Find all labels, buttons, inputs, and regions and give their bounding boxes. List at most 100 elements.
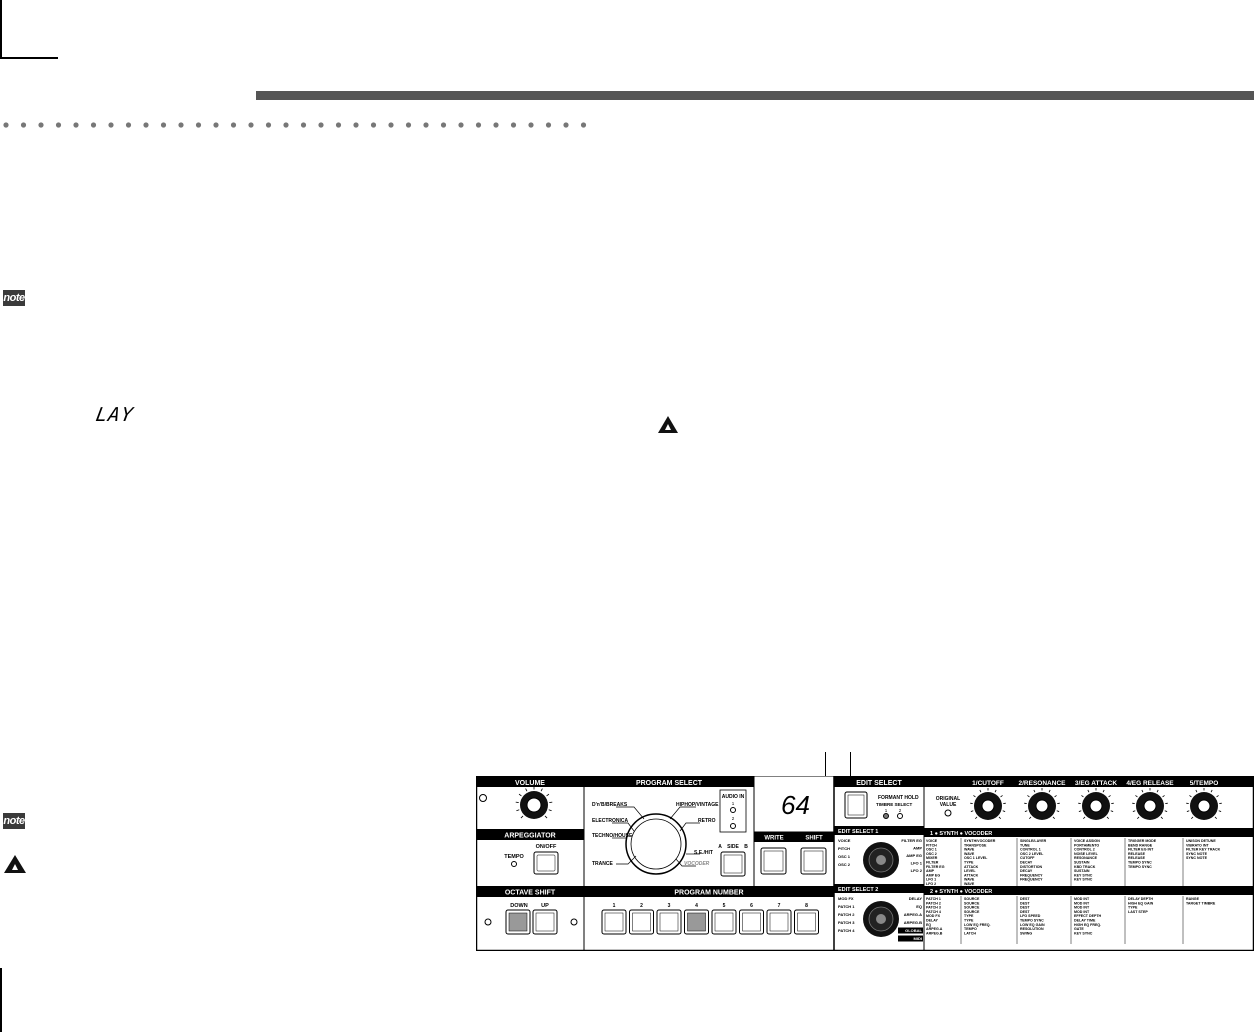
edit1-right-label: LFO 2 [911, 868, 923, 873]
program-number-1-cap [604, 912, 624, 932]
param-cell: PATCH 3 [926, 906, 941, 910]
param-cell: TYPE [964, 861, 974, 865]
param-cell: FILTER KEY TRACK [1186, 848, 1221, 852]
param-cell: DECAY [1020, 861, 1033, 865]
program-number-3-cap [659, 912, 679, 932]
param-cell: SOURCE [964, 901, 980, 905]
program-number-7-label: 7 [778, 903, 781, 909]
octave-up-label: UP [541, 903, 549, 909]
param-cell: WAVE [964, 882, 975, 886]
edit2-right-label: ARPEG.A [904, 912, 922, 917]
param-cell: LOW EQ FREQ. [964, 923, 991, 927]
knob-tick [1195, 789, 1198, 793]
bank-side-label: SIDE [727, 844, 739, 850]
param-cell: OSC 1 [926, 848, 937, 852]
divider-dot [563, 122, 569, 128]
program-display: 64 [781, 790, 810, 820]
lay-display-glyph: LAY [94, 404, 136, 426]
param-cell: ATTACK [964, 873, 979, 877]
divider-dot [353, 122, 359, 128]
knob-tick [1218, 810, 1222, 812]
param-cell: MOD INT [1074, 901, 1090, 905]
divider-dot [475, 122, 482, 128]
param-knob-cap [981, 799, 995, 813]
knob-tick [1110, 810, 1114, 812]
edit2-right-label: DELAY [909, 896, 923, 901]
program-select-label: PROGRAM SELECT [636, 780, 703, 787]
param-cell: SOURCE [964, 910, 980, 914]
knob-tick [1054, 795, 1057, 798]
param-cell: UNISON DETUNE [1186, 839, 1216, 843]
divider-dot [90, 122, 97, 128]
edit2-right-label: EQ [916, 904, 922, 909]
param-cell: TYPE [1128, 906, 1138, 910]
edit-select-label: EDIT SELECT [856, 780, 902, 787]
knob-tick [1028, 816, 1032, 820]
param-cell: WAVE [964, 878, 975, 882]
param-cell: WAVE [964, 848, 975, 852]
param-cell: ATTACK [964, 865, 979, 869]
divider-dot [580, 122, 587, 128]
divider-dot [195, 122, 202, 128]
edit2-left-label: MOD FX [838, 896, 854, 901]
param-cell: SOURCE [964, 897, 980, 901]
genre-electronica: ELECTRONICA [592, 818, 629, 824]
param-cell: SINGLE/LAYER [1020, 839, 1047, 843]
knob-tick [979, 789, 982, 793]
edit1-left-label: OSC 1 [838, 854, 851, 859]
synth-row-2-label: 2 ● SYNTH ● VOCODER [930, 889, 992, 895]
program-number-8-cap [797, 912, 816, 932]
divider-dot [370, 122, 377, 128]
param-cell: TYPE [964, 919, 974, 923]
octave-down-label: DOWN [510, 903, 527, 909]
volume-tick [548, 809, 552, 812]
param-cell: TEMPO SYNC [1128, 861, 1152, 865]
param-cell: TEMPO SYNC [1020, 919, 1044, 923]
caution-icon [658, 416, 678, 433]
knob-tick [1216, 795, 1219, 798]
param-cell: DISTORTION [1020, 865, 1043, 869]
volume-tick [516, 809, 520, 812]
octave-shift-label: OCTAVE SHIFT [505, 890, 556, 897]
edit1-left-label: PITCH [838, 846, 850, 851]
divider-dot [423, 122, 429, 128]
param-cell: TARGET TIMBRE [1186, 901, 1216, 905]
divider-dot [55, 122, 62, 128]
param-cell: LATCH [964, 931, 976, 935]
knob-tick [1164, 810, 1168, 812]
knob-tick [1033, 789, 1036, 793]
divider-dot [493, 122, 499, 128]
knob-tick [1106, 816, 1110, 820]
param-cell: FILTER EG INT [1128, 848, 1154, 852]
edit1-right-label: AMP [913, 846, 922, 851]
volume-tick [540, 788, 543, 792]
genre-trance: TRANCE [592, 861, 613, 867]
edit2-left-label: PATCH 2 [838, 912, 855, 917]
knob-label-4: 4/EG RELEASE [1126, 780, 1174, 787]
param-cell: TUNE [1020, 843, 1030, 847]
volume-tick [544, 815, 548, 819]
edit1-right-label: AMP EG [906, 853, 922, 858]
tempo-led [511, 861, 517, 867]
param-cell: PATCH 1 [926, 897, 941, 901]
volume-tick [525, 788, 528, 792]
arp-on-off-label: ON/OFF [536, 844, 557, 850]
edit1-left-label: VOICE [838, 838, 851, 843]
param-cell: PATCH 4 [926, 910, 941, 914]
param-cell: DEST [1020, 910, 1030, 914]
param-cell: MOD INT [1074, 910, 1090, 914]
divider-dot [73, 122, 79, 128]
param-cell: HIGH EQ FREQ. [1074, 923, 1101, 927]
param-cell: RELEASE [1128, 856, 1146, 860]
synth-row-1-label: 1 ● SYNTH ● VOCODER [930, 831, 992, 837]
dotted-divider [3, 122, 587, 128]
param-cell: HIGH EQ GAIN [1128, 901, 1154, 905]
edit1-right-label: LFO 1 [911, 861, 923, 866]
param-cell: FREQUENCY [1020, 873, 1043, 877]
param-cell: KEY SYNC [1074, 931, 1093, 935]
note-icon-2: note [3, 813, 25, 829]
knob-tick [1136, 816, 1140, 820]
edit2-left-label: PATCH 3 [838, 920, 855, 925]
param-cell: FREQUENCY [1020, 878, 1043, 882]
param-cell: LFO 1 [926, 878, 936, 882]
